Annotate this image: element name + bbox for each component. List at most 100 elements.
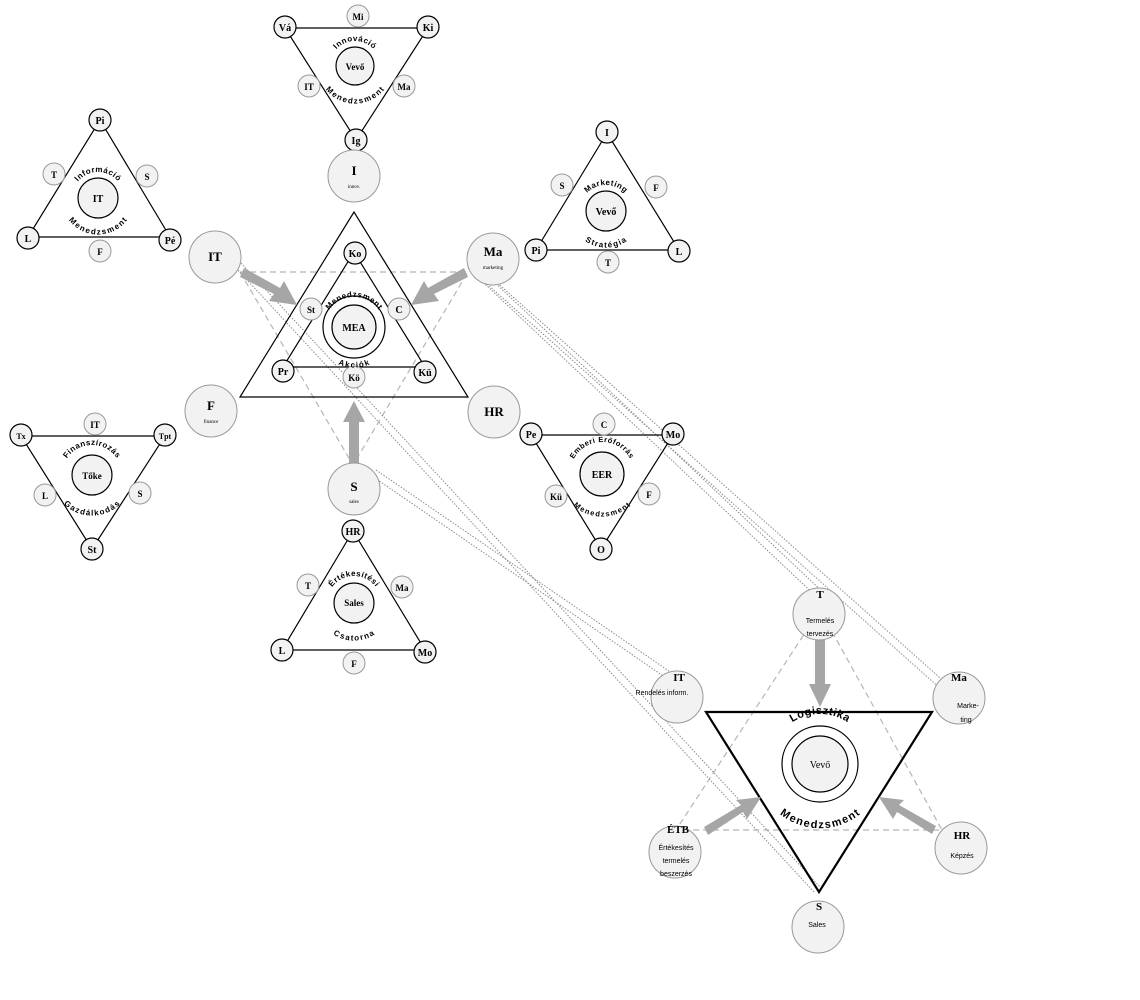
vertex-l[interactable]: L <box>16 226 40 250</box>
side-f[interactable]: F <box>637 482 661 506</box>
center-vevo[interactable]: Vevő <box>335 46 375 86</box>
inner-node-c[interactable]: C <box>387 297 411 321</box>
logistics-node-t-desc-1: Termelés <box>806 618 835 625</box>
vertex-pe[interactable]: Pe <box>519 422 543 446</box>
logistics-node-etb[interactable]: ÉTB Értékesítés termelés beszerzés <box>648 824 702 879</box>
side-l[interactable]: L <box>33 483 57 507</box>
center-mea[interactable]: MEA <box>331 304 377 350</box>
outer-node-f-sub: finance <box>204 420 219 425</box>
side-f-label: F <box>97 247 103 257</box>
side-s[interactable]: S <box>128 481 152 505</box>
vertex-va[interactable]: Vá <box>273 15 297 39</box>
center-eer[interactable]: EER <box>579 451 625 497</box>
vertex-pi[interactable]: Pi <box>88 108 112 132</box>
vertex-pi[interactable]: Pi <box>524 238 548 262</box>
side-f[interactable]: F <box>88 239 112 263</box>
vertex-l[interactable]: L <box>270 638 294 662</box>
side-c[interactable]: C <box>592 412 616 436</box>
inner-node-pr-label: Pr <box>278 367 289 378</box>
inner-node-ku[interactable]: Kü <box>413 360 437 384</box>
vertex-ki[interactable]: Ki <box>416 15 440 39</box>
side-s-label: S <box>137 489 142 499</box>
side-ma[interactable]: Ma <box>390 575 414 599</box>
inner-node-pr[interactable]: Pr <box>271 359 295 383</box>
logistics-node-ma[interactable]: Ma Marke- ting <box>932 671 986 725</box>
vertex-st[interactable]: St <box>80 537 104 561</box>
side-t[interactable]: T <box>296 573 320 597</box>
side-ma[interactable]: Ma <box>392 74 416 98</box>
vertex-i[interactable]: I <box>595 120 619 144</box>
outer-node-it[interactable]: IT <box>188 230 242 284</box>
logistics-main-triangle <box>704 710 934 895</box>
outer-node-f[interactable]: F finance <box>184 384 238 438</box>
side-ku[interactable]: Kü <box>544 484 568 508</box>
vertex-l-label: L <box>676 247 683 258</box>
logistics-arrows <box>704 640 936 835</box>
inner-node-ko2[interactable]: Kö <box>342 365 366 389</box>
vertex-tx[interactable]: Tx <box>9 423 33 447</box>
center-vevo-label: Vevő <box>596 207 617 218</box>
central-outer-triangle <box>238 210 470 398</box>
vertex-mo[interactable]: Mo <box>661 422 685 446</box>
side-t[interactable]: T <box>596 250 620 274</box>
center-toke-label: Tőke <box>82 471 102 481</box>
center-sales[interactable]: Sales <box>333 582 375 624</box>
side-f[interactable]: F <box>644 175 668 199</box>
central-dashed-triangle <box>238 271 470 467</box>
logistics-node-t[interactable]: T Termelés tervezés <box>792 587 846 641</box>
arc-label-top: Logisztika <box>788 705 852 725</box>
side-it[interactable]: IT <box>297 74 321 98</box>
side-mi[interactable]: Mi <box>346 4 370 28</box>
vertex-ig[interactable]: Ig <box>344 128 368 152</box>
vertex-hr[interactable]: HR <box>341 519 365 543</box>
logistics-node-it[interactable]: IT Rendelés inform. <box>636 670 704 724</box>
vertex-pe[interactable]: Pé <box>158 228 182 252</box>
logistics-node-etb-desc-2: termelés <box>663 858 690 865</box>
logistics-node-s[interactable]: S Sales <box>791 900 845 954</box>
inner-node-st[interactable]: St <box>299 297 323 321</box>
side-ma-label: Ma <box>396 583 409 593</box>
center-it[interactable]: IT <box>77 177 119 219</box>
side-t-label: T <box>305 581 311 591</box>
outer-node-it-label: IT <box>208 249 222 264</box>
link-it-s-a <box>235 267 815 893</box>
outer-node-hr[interactable]: HR <box>467 385 521 439</box>
vertex-i-label: I <box>605 128 609 139</box>
outer-node-s[interactable]: S sales <box>327 462 381 516</box>
center-vevo[interactable]: Vevő <box>585 190 627 232</box>
vertex-o[interactable]: O <box>589 537 613 561</box>
logistics-node-ma-desc-1: Marke- <box>957 703 979 710</box>
side-t-label: T <box>605 258 611 268</box>
outer-node-s-sub: sales <box>349 500 359 505</box>
logistics-center-label: Vevő <box>810 760 831 771</box>
inner-node-ku-label: Kü <box>418 368 432 379</box>
side-s[interactable]: S <box>550 173 574 197</box>
vertex-mo[interactable]: Mo <box>413 640 437 664</box>
logistics-node-ma-desc-2: ting <box>960 717 971 724</box>
center-mea-label: MEA <box>342 323 366 334</box>
center-toke[interactable]: Tőke <box>71 454 113 496</box>
side-it[interactable]: IT <box>83 412 107 436</box>
vertex-tpt[interactable]: Tpt <box>153 423 177 447</box>
arrow-it-to-st <box>240 268 297 305</box>
logistics-node-etb-label: ÉTB <box>667 824 690 836</box>
outer-node-i[interactable]: I innov. <box>327 149 381 203</box>
logistics-node-hr[interactable]: HR Képzés <box>934 821 988 875</box>
side-s[interactable]: S <box>135 164 159 188</box>
outer-node-f-label: F <box>207 398 215 413</box>
side-f[interactable]: F <box>342 651 366 675</box>
arrow-t-down <box>809 640 831 707</box>
vertex-ki-label: Ki <box>423 23 434 34</box>
vertex-l[interactable]: L <box>667 239 691 263</box>
vertex-pi-label: Pi <box>532 246 541 257</box>
inner-node-ko[interactable]: Ko <box>343 241 367 265</box>
vertex-mo-label: Mo <box>418 648 432 659</box>
outer-node-s-label: S <box>350 479 357 494</box>
side-t[interactable]: T <box>42 162 66 186</box>
central-diagram: Ko St C Pr Kü Kö MEA Menedzsment Akció <box>184 149 521 516</box>
arrow-ma-to-c <box>411 268 468 305</box>
side-it-label: IT <box>90 420 100 430</box>
logistics-center-vevo[interactable]: Vevő <box>791 735 849 793</box>
vertex-pi-label: Pi <box>96 116 105 127</box>
outer-node-ma[interactable]: Ma marketing <box>466 232 520 286</box>
